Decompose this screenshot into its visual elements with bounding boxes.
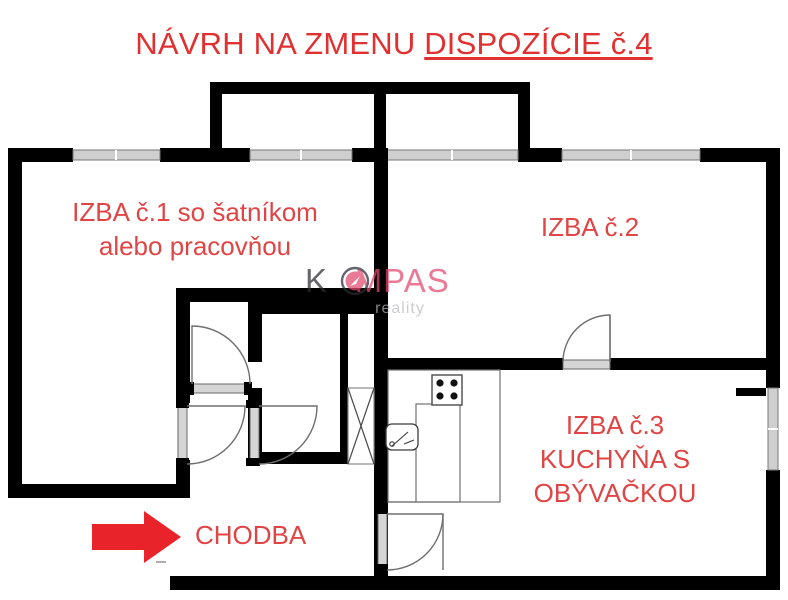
- wall-shaft-divider: [340, 314, 348, 454]
- window-top-3: [385, 149, 519, 161]
- wall-spine-node: [374, 358, 388, 370]
- wall-bath-top: [248, 302, 376, 314]
- sink-icon: [385, 423, 419, 451]
- wall-bottom-outer: [170, 576, 780, 590]
- page-title-underlined: DISPOZÍCIE č.4: [424, 26, 653, 61]
- wall-top-right: [700, 148, 780, 162]
- wall-izba2-izba3-left: [388, 358, 563, 370]
- wall-hall-top: [176, 288, 376, 302]
- wall-top-mid3: [518, 148, 562, 162]
- balcony-left: [210, 82, 380, 157]
- window-top-4: [561, 149, 701, 161]
- wall-right-lower: [766, 470, 780, 590]
- door-chodba-izba3: [374, 506, 444, 574]
- window-top-2: [249, 149, 353, 161]
- page-title-prefix: NÁVRH NA ZMENU: [135, 26, 425, 61]
- page-title: NÁVRH NA ZMENU DISPOZÍCIE č.4: [0, 26, 788, 62]
- wall-top-mid1: [160, 148, 210, 162]
- wall-izba1-right-lower: [176, 460, 190, 498]
- window-right-1: [767, 387, 779, 471]
- wall-left-outer: [8, 148, 22, 498]
- entrance-arrow: [92, 511, 181, 563]
- door-bathroom: [246, 400, 318, 466]
- wall-top-left: [8, 148, 73, 162]
- shaft-icon: [347, 387, 375, 465]
- wall-izba1-bottom: [8, 484, 188, 498]
- window-top-1: [72, 149, 161, 161]
- wall-top-balcony-pier: [210, 148, 250, 162]
- cooktop-icon: [431, 374, 463, 406]
- wall-right-upper: [766, 148, 780, 388]
- balcony-right: [374, 82, 530, 157]
- door-izba2: [562, 314, 611, 370]
- wall-izba2-izba3-right: [610, 358, 766, 370]
- wall-izba1-right-upper: [176, 288, 190, 403]
- door-hall-lower: [176, 400, 246, 466]
- wall-right-nub: [736, 388, 766, 396]
- door-izba1: [186, 325, 252, 395]
- wall-bath-left-upper: [248, 302, 262, 362]
